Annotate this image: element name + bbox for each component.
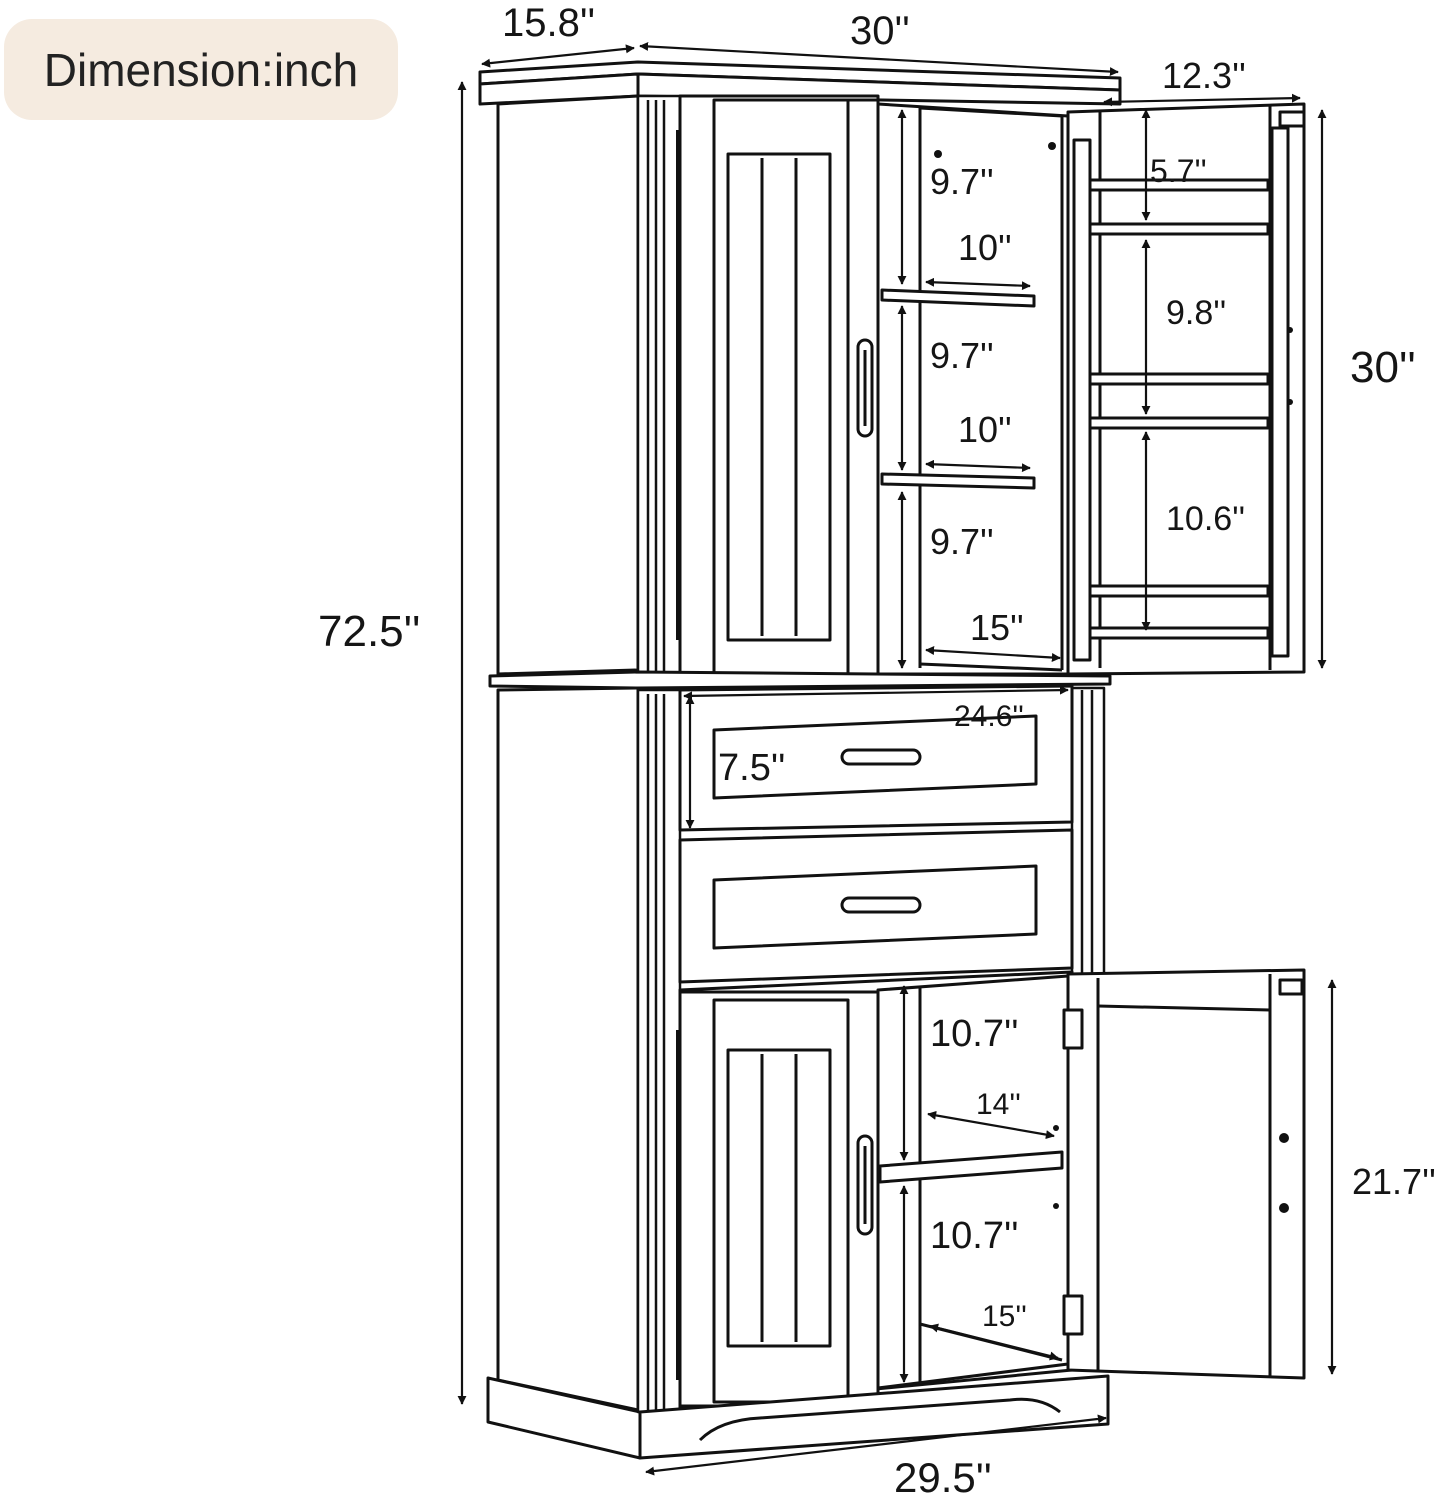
label-drawer-width: 24.6'' [954, 700, 1024, 733]
middle-ledge [488, 670, 1112, 690]
label-upper-shelf-depth-2: 10'' [958, 409, 1012, 450]
label-upper-shelf-gap-1: 9.7'' [930, 161, 994, 202]
lower-right-door-open [1062, 968, 1306, 1380]
label-upper-shelf-gap-3: 9.7'' [930, 521, 994, 562]
label-door-depth: 12.3'' [1162, 55, 1246, 96]
drawer-bottom [678, 828, 1074, 984]
upper-left-door [676, 94, 880, 676]
drawer-top [678, 684, 1074, 832]
label-door-rack-gap-1: 5.7'' [1150, 153, 1207, 189]
label-lower-shelf-depth: 14'' [976, 1088, 1021, 1121]
upper-door-handle [856, 338, 874, 438]
label-door-rack-gap-2: 9.8'' [1166, 294, 1226, 332]
unit-badge: Dimension:inch [4, 19, 398, 120]
label-lower-door-height: 21.7'' [1352, 1161, 1436, 1202]
label-depth: 15.8'' [502, 1, 595, 45]
dimension-lines [457, 41, 1337, 1476]
label-lower-shelf-gap-2: 10.7'' [930, 1215, 1018, 1257]
label-upper-base-depth: 15'' [970, 607, 1024, 648]
side-panel [486, 94, 642, 1460]
dimension-labels: 15.8'' 30'' 12.3'' 72.5'' 9.7'' 10'' 9.7… [318, 1, 1436, 1501]
label-door-rack-gap-3: 10.6'' [1166, 500, 1245, 538]
label-upper-shelf-gap-2: 9.7'' [930, 335, 994, 376]
label-width-top: 30'' [850, 9, 910, 53]
upper-interior [876, 102, 1070, 676]
label-upper-door-height: 30'' [1350, 343, 1416, 392]
label-drawer-height: 7.5'' [718, 747, 785, 789]
label-lower-base-depth: 15'' [982, 1300, 1027, 1333]
label-total-height: 72.5'' [318, 607, 420, 656]
label-upper-shelf-depth-1: 10'' [958, 227, 1012, 268]
lower-door-handle [856, 1134, 874, 1236]
screw-dots [934, 142, 1293, 1213]
label-lower-shelf-gap-1: 10.7'' [930, 1013, 1018, 1055]
label-width-bottom: 29.5'' [894, 1454, 992, 1500]
upper-right-door-open [1066, 102, 1306, 676]
